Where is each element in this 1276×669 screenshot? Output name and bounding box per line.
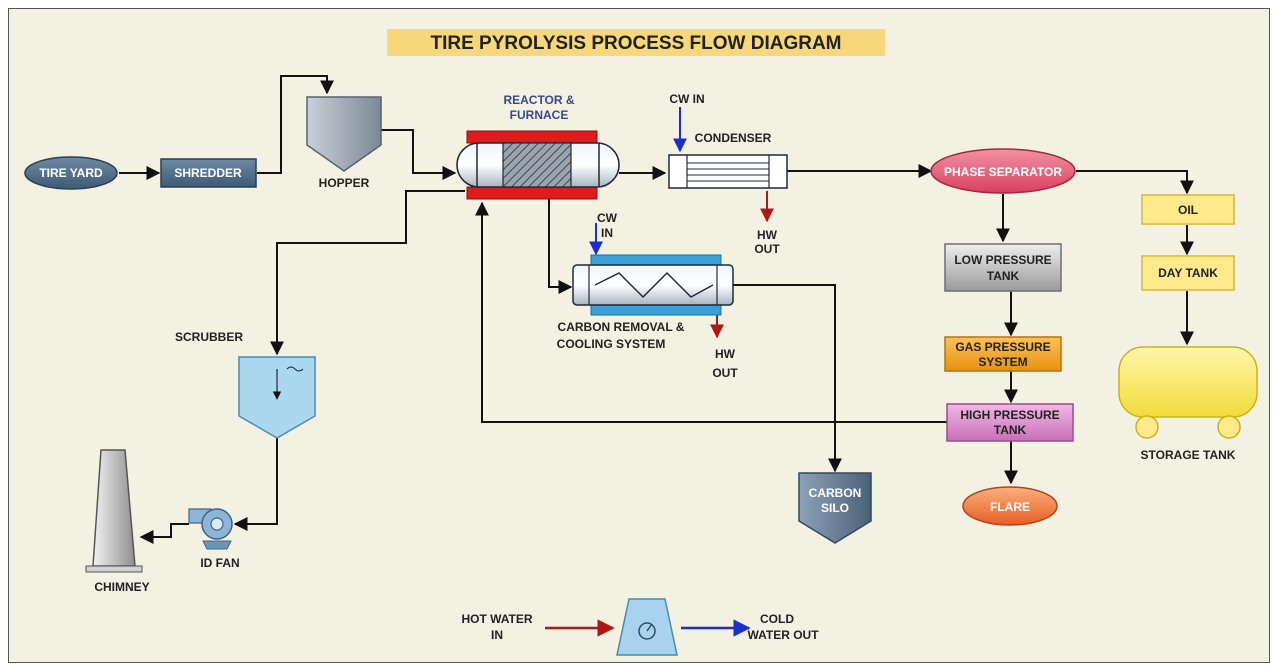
chimney-label: CHIMNEY	[94, 580, 149, 594]
svg-text:CARBON: CARBON	[809, 486, 862, 500]
gas-pressure-system-node[interactable]: GAS PRESSURE SYSTEM	[944, 336, 1062, 372]
legend-cold-water-line2: WATER OUT	[747, 628, 819, 642]
svg-text:HIGH PRESSURE: HIGH PRESSURE	[960, 408, 1059, 422]
cw-in-label: CW IN	[669, 92, 704, 106]
condenser-node[interactable]: CONDENSER	[668, 131, 788, 189]
svg-text:FURNACE: FURNACE	[510, 108, 569, 122]
line-phase-oil	[1076, 170, 1194, 195]
svg-text:GAS PRESSURE: GAS PRESSURE	[955, 340, 1050, 354]
svg-text:FLARE: FLARE	[990, 500, 1030, 514]
reactor-packing	[502, 142, 572, 188]
svg-text:PHASE SEPARATOR: PHASE SEPARATOR	[944, 165, 1062, 179]
title-highlight	[387, 29, 885, 56]
legend-hot-water-line1: HOT WATER	[461, 612, 532, 626]
svg-text:CARBON REMOVAL &: CARBON REMOVAL &	[558, 320, 685, 334]
svg-text:DAY TANK: DAY TANK	[1158, 266, 1218, 280]
line-hopper-reactor	[381, 129, 457, 180]
high-pressure-tank-node[interactable]: HIGH PRESSURE TANK	[946, 403, 1074, 442]
cw-in-mid-line2: IN	[601, 226, 613, 240]
line-reactor-scrubber	[270, 190, 465, 356]
storage-tank-node[interactable]: STORAGE TANK	[1118, 346, 1258, 462]
diagram-canvas: TIRE PYROLYSIS PROCESS FLOW DIAGRAM TIRE…	[8, 8, 1270, 663]
hopper-node[interactable]: HOPPER	[306, 96, 382, 190]
line-shredder-hopper	[257, 75, 334, 174]
svg-text:TANK: TANK	[987, 269, 1020, 283]
hw-out-1-line2: OUT	[754, 242, 780, 256]
svg-text:OIL: OIL	[1178, 203, 1198, 217]
id-fan-label: ID FAN	[200, 556, 239, 570]
legend-cold-water-line1: COLD	[760, 612, 794, 626]
cooling-tower-icon	[616, 598, 678, 656]
flare-node[interactable]: FLARE	[962, 486, 1058, 526]
hw-out-2-line1: HW	[715, 347, 736, 361]
svg-text:COOLING SYSTEM: COOLING SYSTEM	[557, 337, 666, 351]
furnace-band-top	[466, 130, 598, 144]
svg-text:SILO: SILO	[821, 501, 849, 515]
reactor-furnace-node[interactable]: REACTOR & FURNACE	[456, 93, 620, 200]
furnace-band-bottom	[466, 186, 598, 200]
tire-yard-node[interactable]: TIRE YARD	[24, 156, 118, 190]
oil-node[interactable]: OIL	[1141, 194, 1235, 225]
scrubber-node[interactable]	[238, 356, 316, 439]
shredder-node[interactable]: SHREDDER	[160, 158, 257, 188]
cw-in-mid-line1: CW	[597, 211, 618, 225]
legend: HOT WATER IN COLD WATER OUT	[461, 598, 819, 656]
hopper-label: HOPPER	[319, 176, 370, 190]
hw-out-2-line2: OUT	[712, 366, 738, 380]
svg-text:REACTOR &: REACTOR &	[503, 93, 574, 107]
scrubber-label: SCRUBBER	[175, 330, 243, 344]
line-highpressure-reactor	[475, 201, 947, 423]
svg-text:SHREDDER: SHREDDER	[174, 166, 242, 180]
line-reactor-carbon	[548, 199, 573, 294]
legend-hot-water-line2: IN	[491, 628, 503, 642]
line-scrubber-idfan	[233, 438, 278, 531]
svg-text:SYSTEM: SYSTEM	[978, 355, 1027, 369]
line-idfan-chimney	[139, 523, 189, 544]
svg-text:CONDENSER: CONDENSER	[695, 131, 772, 145]
chimney-icon[interactable]	[85, 449, 143, 573]
low-pressure-tank-node[interactable]: LOW PRESSURE TANK	[944, 243, 1062, 292]
process-flow-diagram: TIRE PYROLYSIS PROCESS FLOW DIAGRAM TIRE…	[24, 29, 1258, 656]
carbon-cooling-node[interactable]: CARBON REMOVAL & COOLING SYSTEM	[557, 254, 734, 351]
carbon-silo-node[interactable]: CARBON SILO	[798, 472, 872, 544]
svg-text:TANK: TANK	[994, 423, 1027, 437]
phase-separator-node[interactable]: PHASE SEPARATOR	[930, 148, 1076, 194]
svg-text:TIRE YARD: TIRE YARD	[39, 166, 103, 180]
line-carbon-silo	[733, 284, 842, 473]
id-fan-icon[interactable]	[188, 508, 233, 550]
hw-out-1-line1: HW	[757, 228, 778, 242]
diagram-title: TIRE PYROLYSIS PROCESS FLOW DIAGRAM	[430, 33, 841, 54]
svg-text:LOW PRESSURE: LOW PRESSURE	[954, 253, 1051, 267]
storage-tank-label: STORAGE TANK	[1141, 448, 1236, 462]
day-tank-node[interactable]: DAY TANK	[1141, 255, 1235, 291]
